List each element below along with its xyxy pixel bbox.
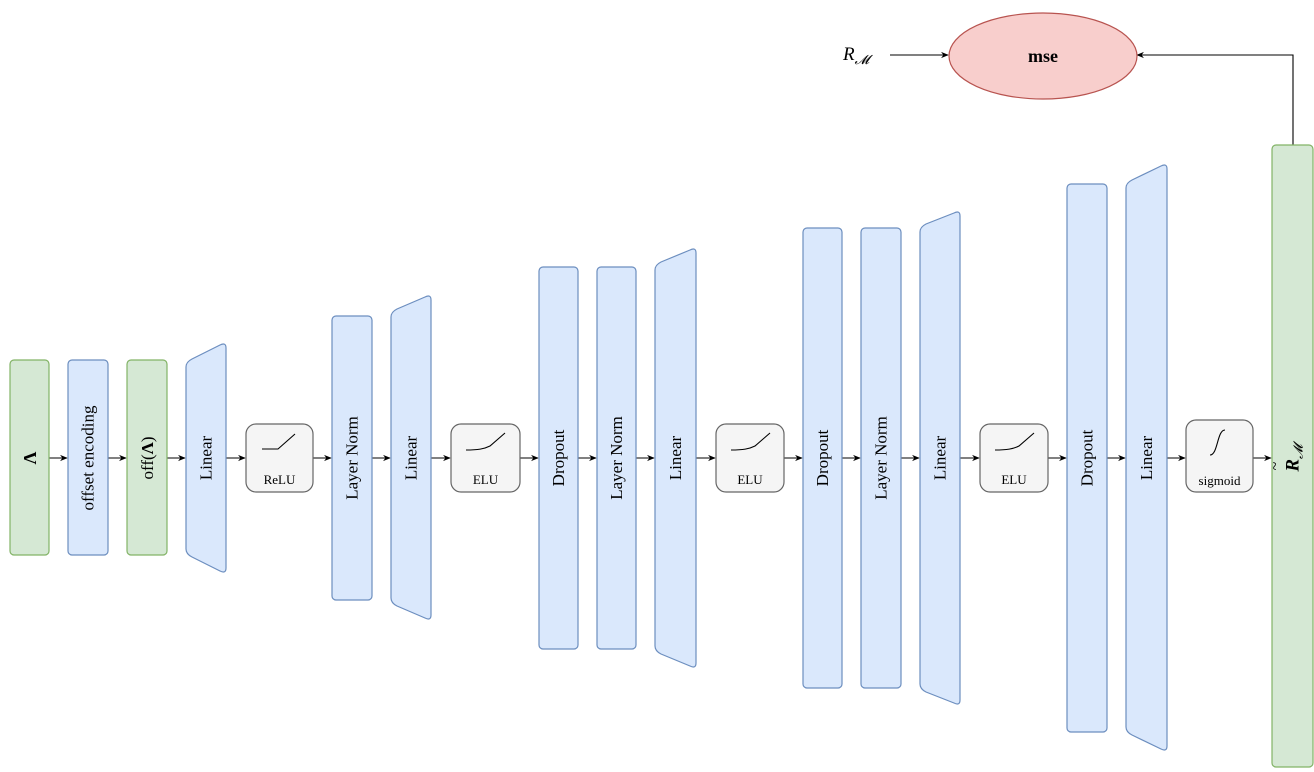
- target-label-symbol: R: [842, 44, 855, 65]
- input-label: Λ: [20, 451, 40, 464]
- linear-layer-2: Linear: [390, 295, 432, 620]
- edge-output-mse: [1136, 51, 1294, 145]
- elu-3-label: ELU: [1001, 472, 1027, 487]
- output-label-sub: 𝓜: [1290, 440, 1305, 459]
- offset-encoding-node: offset encoding: [67, 359, 109, 556]
- elu-activation-2: ELU: [715, 423, 785, 493]
- relu-curve-icon: [262, 433, 296, 450]
- elu-activation-3: ELU: [979, 423, 1049, 493]
- linear-layer-1: Linear: [185, 343, 227, 573]
- dropout-2-label: Dropout: [813, 429, 832, 486]
- layer-norm-2-label: Layer Norm: [607, 416, 626, 500]
- layer-norm-3-label: Layer Norm: [872, 416, 891, 500]
- linear-5-label: Linear: [1137, 435, 1156, 480]
- layer-norm-1: Layer Norm: [331, 315, 373, 601]
- off-input-label-prefix: off(: [138, 454, 157, 480]
- layer-norm-1-label: Layer Norm: [343, 416, 362, 500]
- sigmoid-activation: sigmoid: [1185, 419, 1254, 493]
- elu-curve-icon: [994, 432, 1035, 451]
- sigmoid-curve-icon: [1209, 429, 1226, 456]
- loss-node: mse: [948, 12, 1138, 100]
- dropout-1-label: Dropout: [549, 429, 568, 486]
- mse-label: mse: [1028, 46, 1058, 66]
- linear-3-label: Linear: [666, 435, 685, 480]
- elu-curve-icon: [730, 432, 771, 451]
- off-input-label-symbol: Λ: [138, 441, 157, 454]
- layer-norm-3: Layer Norm: [860, 227, 902, 689]
- linear-4-label: Linear: [931, 435, 950, 480]
- linear-2-label: Linear: [402, 435, 421, 480]
- output-label: R𝓜: [1282, 440, 1305, 473]
- linear-layer-3: Linear: [654, 248, 697, 668]
- input-node: Λ: [9, 359, 50, 556]
- target-label-text: R𝓜: [842, 44, 874, 67]
- sigmoid-label: sigmoid: [1199, 473, 1241, 488]
- elu-activation-1: ELU: [450, 423, 521, 493]
- elu-curve-icon: [465, 432, 506, 451]
- linear-layer-4: Linear: [919, 211, 961, 705]
- off-input-label-suffix: ): [138, 436, 157, 442]
- dropout-1: Dropout: [538, 266, 579, 650]
- elu-1-label: ELU: [473, 472, 499, 487]
- linear-1-label: Linear: [197, 435, 216, 480]
- output-label-symbol: R: [1282, 459, 1303, 473]
- edges: [49, 51, 1294, 462]
- elu-2-label: ELU: [737, 472, 763, 487]
- relu-activation: ReLU: [245, 423, 314, 493]
- output-node: R𝓜 ~: [1267, 144, 1314, 768]
- off-input-label: off(Λ): [138, 436, 157, 479]
- dropout-2: Dropout: [802, 227, 843, 689]
- layer-norm-2: Layer Norm: [596, 266, 637, 650]
- dropout-3-label: Dropout: [1078, 429, 1097, 486]
- output-accent: ~: [1267, 461, 1284, 470]
- offset-encoding-label: offset encoding: [79, 405, 98, 510]
- relu-label: ReLU: [264, 472, 296, 487]
- target-label: R𝓜: [842, 44, 874, 67]
- linear-layer-5: Linear: [1125, 164, 1168, 751]
- target-label-sub: 𝓜: [855, 52, 874, 67]
- off-input-node: off(Λ): [126, 359, 168, 556]
- dropout-3: Dropout: [1066, 183, 1108, 733]
